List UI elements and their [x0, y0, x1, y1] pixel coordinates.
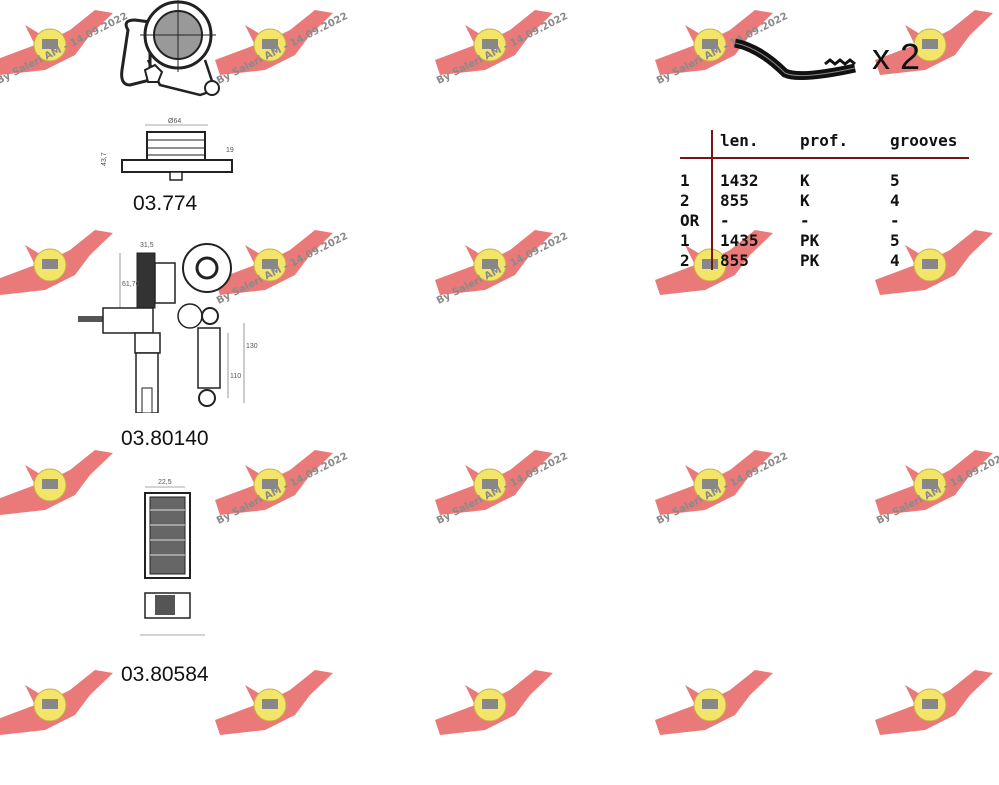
winged-logo-icon	[435, 450, 553, 515]
watermark-text: By Saleri AM - 14.09.2022	[435, 230, 570, 307]
table-cell: 1435	[720, 231, 759, 250]
watermark	[215, 665, 375, 785]
part-code: 03.774	[133, 192, 198, 215]
winged-logo-icon	[0, 10, 113, 75]
poly-v-belt-icon	[733, 38, 856, 81]
row-index: OR	[680, 211, 700, 230]
table-cell: -	[890, 211, 900, 230]
watermark: By Saleri AM - 14.09.2022	[435, 225, 595, 345]
tensioner-03-80140-drawing: 31,5 61,76 110 130	[78, 242, 258, 413]
dimension-pulley-diameter: 61,76	[122, 281, 140, 288]
table-cell: -	[800, 211, 810, 230]
table-cell: K	[800, 171, 810, 190]
table-cell: K	[800, 191, 810, 210]
header-prof: prof.	[800, 131, 849, 150]
watermark-text: By Saleri AM - 14.09.2022	[435, 450, 570, 527]
dimension-stroke-min: 110	[230, 373, 241, 380]
table-cell: 5	[890, 231, 900, 250]
winged-logo-icon	[0, 450, 113, 515]
winged-logo-icon	[0, 670, 113, 735]
watermark: By Saleri AM - 14.09.2022	[875, 445, 999, 565]
winged-logo-icon	[215, 450, 333, 515]
row-index: 1	[680, 171, 690, 190]
table-cell: PK	[800, 231, 820, 250]
winged-logo-icon	[435, 230, 553, 295]
header-len: len.	[720, 131, 759, 150]
winged-logo-icon	[215, 670, 333, 735]
watermark	[655, 665, 815, 785]
watermark: By Saleri AM - 14.09.2022	[435, 445, 595, 565]
pulley-03-80584-drawing: 22,5	[140, 479, 205, 636]
table-header-rule	[680, 157, 969, 159]
part-code: 03.80584	[121, 663, 209, 686]
winged-logo-icon	[435, 670, 553, 735]
winged-logo-icon	[875, 450, 993, 515]
row-index: 1	[680, 231, 690, 250]
winged-logo-icon	[875, 670, 993, 735]
dimension-stroke-max: 130	[246, 343, 258, 350]
watermark: By Saleri AM - 14.09.2022	[435, 5, 595, 125]
table-column-divider	[711, 130, 713, 270]
part-code: 03.80140	[121, 427, 209, 450]
winged-logo-icon	[435, 10, 553, 75]
watermark-text: By Saleri AM - 14.09.2022	[655, 450, 790, 527]
dimension-pulley-width: 31,5	[140, 242, 154, 249]
table-cell: 855	[720, 191, 749, 210]
watermark-text: By Saleri AM - 14.09.2022	[875, 450, 999, 527]
table-cell: 1432	[720, 171, 759, 190]
dimension-diameter: Ø64	[168, 118, 181, 125]
table-cell: 5	[890, 171, 900, 190]
watermark: By Saleri AM - 14.09.2022	[215, 445, 375, 565]
table-cell: -	[720, 211, 730, 230]
dimension-height: 43,7	[101, 152, 108, 166]
dimension-width: 19	[226, 147, 234, 154]
tensioner-03-774-drawing: Ø64 43,7 19	[101, 0, 234, 181]
watermark-text: By Saleri AM - 14.09.2022	[215, 450, 350, 527]
table-cell: 855	[720, 251, 749, 270]
table-cell: 4	[890, 191, 900, 210]
dimension-pulley-width: 22,5	[158, 479, 172, 486]
watermark	[435, 665, 595, 785]
table-cell: PK	[800, 251, 820, 270]
header-grooves: grooves	[890, 131, 958, 150]
watermark: By Saleri AM - 14.09.2022	[655, 445, 815, 565]
watermark-text: By Saleri AM - 14.09.2022	[435, 10, 570, 87]
row-index: 2	[680, 191, 690, 210]
table-cell: 4	[890, 251, 900, 270]
winged-logo-icon	[655, 670, 773, 735]
belt-quantity: x 2	[872, 36, 921, 77]
watermark	[875, 665, 999, 785]
row-index: 2	[680, 251, 690, 270]
winged-logo-icon	[655, 450, 773, 515]
